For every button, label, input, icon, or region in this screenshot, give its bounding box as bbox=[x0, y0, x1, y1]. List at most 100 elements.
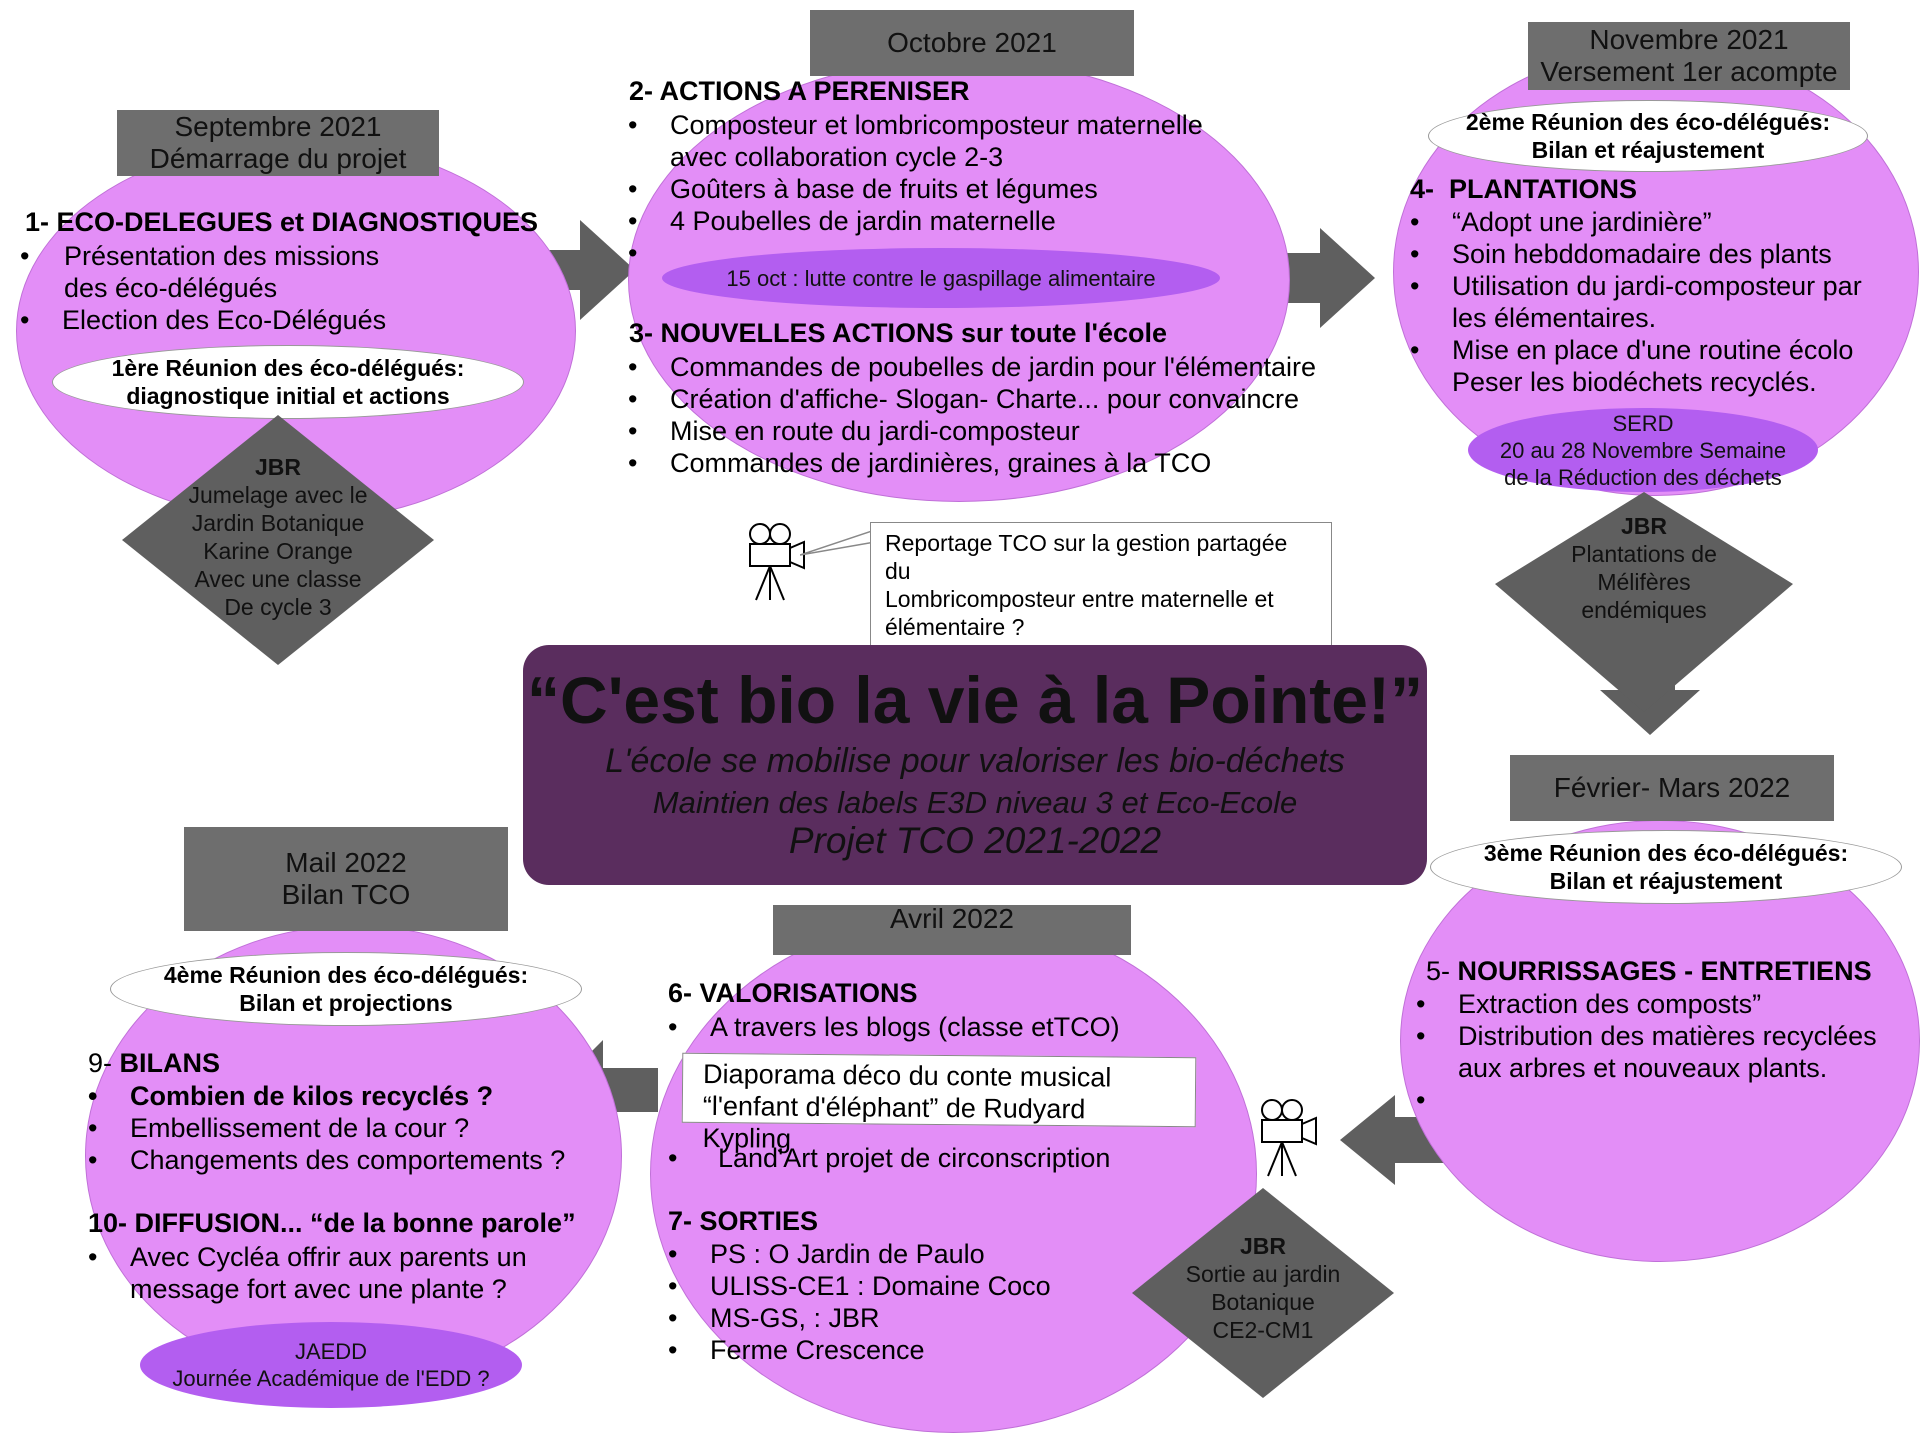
jbr-line: Mélifères bbox=[1597, 569, 1691, 595]
step4-serd-pill: SERD 20 au 28 Novembre Semaine de la Réd… bbox=[1468, 408, 1818, 492]
jaedd-title: JAEDD bbox=[294, 1339, 368, 1364]
list-item: A travers les blogs (classe etTCO) bbox=[668, 1011, 1120, 1043]
list-item: Utilisation du jardi-composteur par bbox=[1410, 270, 1862, 302]
step4-meeting: 2ème Réunion des éco-délégués: Bilan et … bbox=[1428, 100, 1868, 172]
camera-icon bbox=[1261, 1099, 1317, 1177]
step1-jbr-diamond: JBR Jumelage avec le Jardin Botanique Ka… bbox=[122, 415, 434, 665]
jbr-line: Sortie au jardin bbox=[1185, 1261, 1341, 1287]
list-item: Combien de kilos recyclés ? bbox=[88, 1080, 565, 1112]
step1-date: Septembre 2021 bbox=[174, 111, 382, 142]
step9-title: BILANS bbox=[119, 1048, 221, 1078]
jbr-line: Karine Orange bbox=[203, 538, 353, 564]
list-item: Commandes de jardinières, graines à la T… bbox=[628, 447, 1316, 479]
step9-heading: 9- BILANS bbox=[88, 1048, 220, 1079]
step2-event-pill: 15 oct : lutte contre le gaspillage alim… bbox=[662, 248, 1220, 308]
step4-jbr-diamond: JBR Plantations de Mélifères endémiques bbox=[1495, 492, 1793, 712]
jbr-line: Jardin Botanique bbox=[191, 510, 365, 536]
list-item: Présentation des missions bbox=[20, 240, 386, 272]
jbr-line: Avec une classe bbox=[194, 566, 362, 592]
list-item: les élémentaires. bbox=[1452, 303, 1657, 333]
list-item: “Adopt une jardinière” bbox=[1410, 206, 1862, 238]
step5-meeting-subtitle: Bilan et réajustement bbox=[1549, 868, 1783, 894]
step3-heading: 3- NOUVELLES ACTIONS sur toute l'école bbox=[629, 318, 1167, 348]
list-item: Goûters à base de fruits et légumes bbox=[628, 173, 1203, 205]
list-item: Mise en route du jardi-composteur bbox=[628, 415, 1316, 447]
reportage-note: Reportage TCO sur la gestion partagée du… bbox=[870, 522, 1332, 648]
step9-date-box: Mail 2022 Bilan TCO bbox=[184, 827, 508, 931]
step4-date: Novembre 2021 bbox=[1589, 24, 1789, 55]
step10-list: Avec Cycléa offrir aux parents un messag… bbox=[88, 1241, 527, 1305]
list-item: Extraction des composts” bbox=[1416, 988, 1877, 1020]
diaporama-note: Diaporama déco du conte musical “l'enfan… bbox=[681, 1052, 1197, 1154]
list-item: Land'Art projet de circonscription bbox=[668, 1142, 1110, 1174]
step9-list: Combien de kilos recyclés ? Embellisseme… bbox=[88, 1080, 565, 1176]
serd-line: 20 au 28 Novembre Semaine bbox=[1499, 437, 1787, 463]
step9-date-sub: Bilan TCO bbox=[281, 879, 411, 910]
serd-title: SERD bbox=[1612, 410, 1674, 436]
camera-icon bbox=[749, 523, 805, 601]
page-title: “C'est bio la vie à la Pointe!” bbox=[527, 663, 1423, 737]
step4-title: PLANTATIONS bbox=[1449, 174, 1638, 204]
title-subtitle: L'école se mobilise pour valoriser les b… bbox=[605, 742, 1345, 780]
step1-heading: 1- ECO-DELEGUES et DIAGNOSTIQUES bbox=[25, 207, 539, 237]
step2-date: Octobre 2021 bbox=[887, 27, 1057, 58]
step5-date: Février- Mars 2022 bbox=[1553, 772, 1791, 803]
step4-jbr-title: JBR bbox=[1620, 513, 1667, 539]
list-item: PS : O Jardin de Paulo bbox=[668, 1238, 1051, 1270]
list-item: Composteur et lombricomposteur maternell… bbox=[628, 109, 1203, 141]
step7-list: PS : O Jardin de Paulo ULISS-CE1 : Domai… bbox=[668, 1238, 1051, 1366]
list-item: ULISS-CE1 : Domaine Coco bbox=[668, 1270, 1051, 1302]
step6-jbr-diamond: JBR Sortie au jardin Botanique CE2-CM1 bbox=[1132, 1188, 1394, 1398]
step6-heading: 6- VALORISATIONS bbox=[668, 978, 918, 1008]
step9-meeting-subtitle: Bilan et projections bbox=[239, 990, 453, 1016]
step5-date-box: Février- Mars 2022 bbox=[1510, 755, 1834, 821]
step7-heading: 7- SORTIES bbox=[668, 1206, 819, 1236]
list-item: Mise en place d'une routine écolo bbox=[1410, 334, 1862, 366]
list-item: Ferme Crescence bbox=[668, 1334, 1051, 1366]
step9-meeting-title: 4ème Réunion des éco-délégués: bbox=[163, 962, 529, 988]
list-item: Peser les biodéchets recyclés. bbox=[1452, 367, 1817, 397]
list-item: Soin hebddomadaire des plants bbox=[1410, 238, 1862, 270]
diaporama-line: Diaporama déco du conte musical bbox=[703, 1058, 1112, 1093]
step4-list: “Adopt une jardinière” Soin hebddomadair… bbox=[1410, 206, 1862, 398]
step10-heading: 10- DIFFUSION... “de la bonne parole” bbox=[88, 1208, 576, 1238]
step4-heading: 4- PLANTATIONS bbox=[1410, 174, 1637, 205]
step4-date-sub: Versement 1er acompte bbox=[1540, 56, 1838, 87]
list-item: message fort avec une plante ? bbox=[130, 1274, 507, 1304]
step1-meeting-title: 1ère Réunion des éco-délégués: bbox=[111, 355, 465, 381]
title-labels: Maintien des labels E3D niveau 3 et Eco-… bbox=[652, 785, 1298, 820]
jbr-line: Botanique bbox=[1211, 1289, 1315, 1315]
step2-date-box: Octobre 2021 bbox=[810, 10, 1134, 76]
step1-date-sub: Démarrage du projet bbox=[149, 143, 407, 174]
step6-date-box: Avril 2022 bbox=[773, 903, 1131, 955]
list-item: Changements des comportements ? bbox=[88, 1144, 565, 1176]
list-item: des éco-délégués bbox=[64, 273, 278, 303]
jbr-line: Jumelage avec le bbox=[188, 482, 368, 508]
list-item: aux arbres et nouveaux plants. bbox=[1458, 1053, 1828, 1083]
list-item: Distribution des matières recyclées bbox=[1416, 1020, 1877, 1052]
list-item: 4 Poubelles de jardin maternelle bbox=[628, 205, 1203, 237]
step6-list-2: Land'Art projet de circonscription bbox=[668, 1142, 1110, 1174]
step5-list: Extraction des composts” Distribution de… bbox=[1416, 988, 1877, 1116]
step5-meeting: 3ème Réunion des éco-délégués: Bilan et … bbox=[1430, 830, 1902, 904]
step5-number: 5- bbox=[1426, 956, 1451, 986]
step1-meeting: 1ère Réunion des éco-délégués: diagnosti… bbox=[52, 345, 524, 419]
title-box: “C'est bio la vie à la Pointe!” L'école … bbox=[523, 645, 1427, 885]
step4-meeting-subtitle: Bilan et réajustement bbox=[1531, 137, 1765, 163]
list-item: avec collaboration cycle 2-3 bbox=[670, 142, 1004, 172]
step3-list: Commandes de poubelles de jardin pour l'… bbox=[628, 351, 1316, 479]
step5-heading: 5- NOURRISSAGES - ENTRETIENS bbox=[1426, 956, 1872, 987]
step1-date-box: Septembre 2021 Démarrage du projet bbox=[117, 110, 439, 176]
step9-meeting: 4ème Réunion des éco-délégués: Bilan et … bbox=[110, 952, 582, 1026]
serd-line: de la Réduction des déchets bbox=[1504, 464, 1782, 490]
jaedd-line: Journée Académique de l'EDD ? bbox=[172, 1366, 490, 1391]
reportage-line: Reportage TCO sur la gestion partagée du bbox=[885, 530, 1288, 584]
list-item: Election des Eco-Délégués bbox=[20, 304, 386, 336]
title-project: Projet TCO 2021-2022 bbox=[788, 820, 1162, 861]
step2-heading: 2- ACTIONS A PERENISER bbox=[629, 76, 970, 106]
step5-title: NOURRISSAGES - ENTRETIENS bbox=[1457, 956, 1872, 986]
jbr-line: endémiques bbox=[1581, 597, 1707, 623]
step4-number: 4- bbox=[1410, 174, 1435, 204]
step1-meeting-subtitle: diagnostique initial et actions bbox=[126, 383, 450, 409]
step9-jaedd-pill: JAEDD Journée Académique de l'EDD ? bbox=[140, 1322, 522, 1408]
